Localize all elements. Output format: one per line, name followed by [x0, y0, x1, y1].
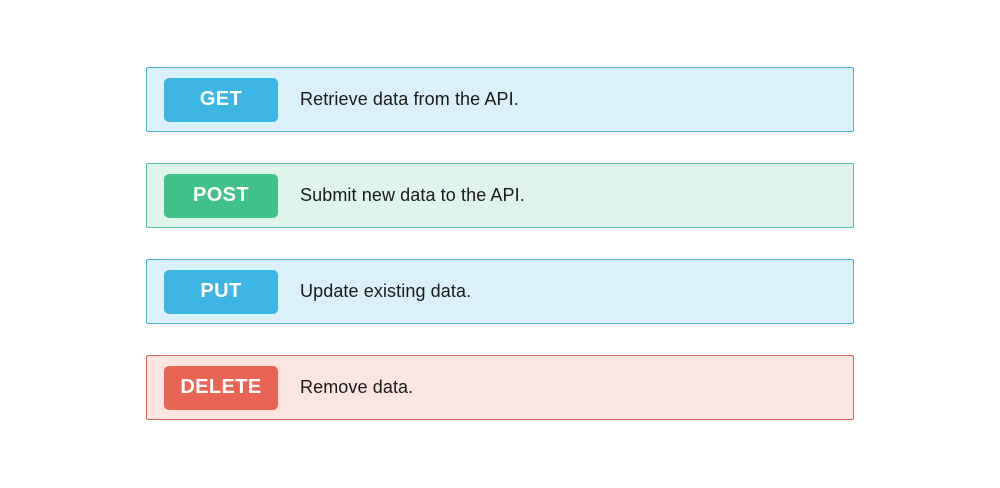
get-method-description: Retrieve data from the API.	[300, 89, 519, 109]
method-row-post: POST Submit new data to the API.	[146, 163, 854, 228]
method-row-get: GET Retrieve data from the API.	[146, 67, 854, 132]
post-method-description: Submit new data to the API.	[300, 185, 525, 205]
put-method-badge: PUT	[164, 269, 278, 314]
put-method-description: Update existing data.	[300, 281, 472, 301]
method-row-put: PUT Update existing data.	[146, 259, 854, 324]
get-method-badge: GET	[164, 77, 278, 122]
http-methods-list: GET Retrieve data from the API. POST Sub…	[146, 0, 854, 420]
delete-method-badge: DELETE	[164, 365, 278, 410]
delete-method-description: Remove data.	[300, 377, 414, 397]
post-method-badge: POST	[164, 173, 278, 218]
method-row-delete: DELETE Remove data.	[146, 355, 854, 420]
